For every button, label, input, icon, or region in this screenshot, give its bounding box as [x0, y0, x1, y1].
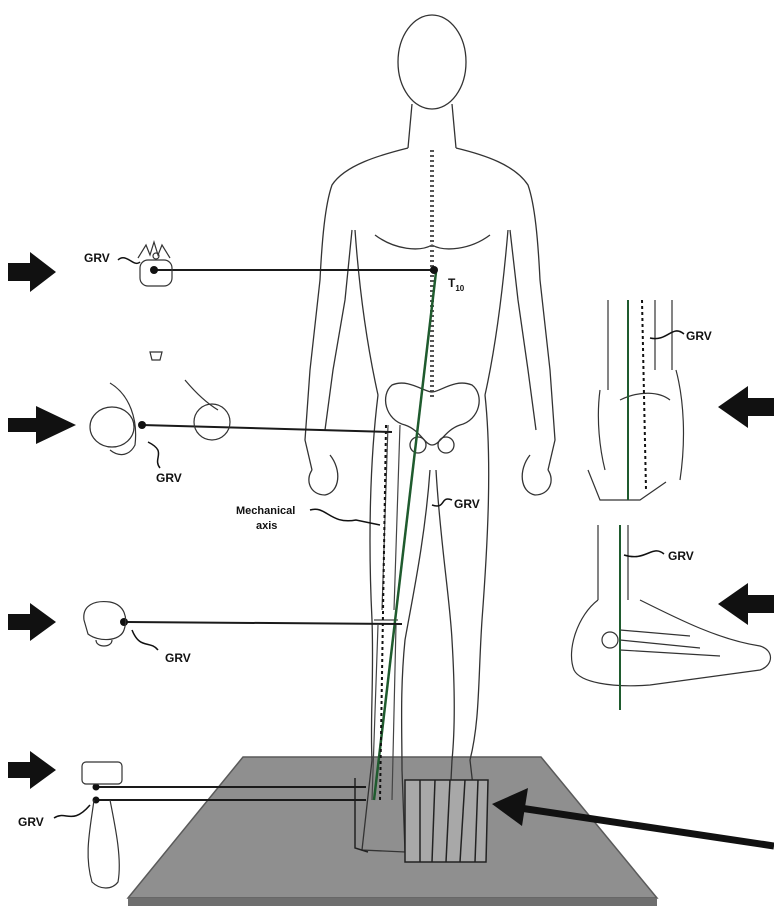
grv-ankle-side-label: GRV [668, 549, 694, 563]
grv-knee-label: GRV [165, 651, 191, 665]
grv-pelvis-leader [148, 442, 160, 468]
grv-line [374, 272, 436, 800]
arrow-right-icon [8, 252, 56, 292]
foot-top-icon [82, 762, 122, 888]
arrow-right-icon [8, 406, 76, 444]
ankle-front-icon [588, 300, 683, 500]
t10-sub: 10 [455, 284, 464, 293]
mechanical-axis-line [380, 425, 386, 800]
human-figure [305, 15, 555, 852]
arrow-left-icon [718, 386, 774, 428]
hip-reference-line [142, 425, 392, 432]
floor-block [405, 780, 488, 862]
arrow-right-icon [8, 603, 56, 641]
arrow-right-icon [8, 751, 56, 789]
mechanical-axis-label-1: Mechanical [236, 505, 295, 517]
t10-point [430, 266, 438, 274]
grv-ankle-side-leader [624, 551, 664, 557]
vertebra-icon [138, 242, 172, 286]
spine-point [150, 266, 158, 274]
hip-icon [90, 352, 230, 455]
knee-point [120, 618, 128, 626]
grv-spine-label: GRV [84, 251, 110, 265]
grv-leg-label: GRV [454, 497, 480, 511]
grv-knee-leader [132, 630, 158, 650]
knee-icon [84, 602, 126, 646]
grv-ankle-front-label: GRV [686, 329, 712, 343]
grv-leg-leader [432, 499, 452, 506]
grv-foot-leader [54, 805, 90, 818]
mechanical-axis-label-2: axis [256, 520, 277, 532]
grv-pelvis-label: GRV [156, 471, 182, 485]
hip-point [138, 421, 146, 429]
grv-spine-leader [118, 258, 140, 264]
arrow-left-icon [718, 583, 774, 625]
t10-label: T10 [448, 276, 465, 293]
grv-foot-label: GRV [18, 815, 44, 829]
knee-reference-line [124, 622, 402, 624]
head-outline [398, 15, 466, 109]
